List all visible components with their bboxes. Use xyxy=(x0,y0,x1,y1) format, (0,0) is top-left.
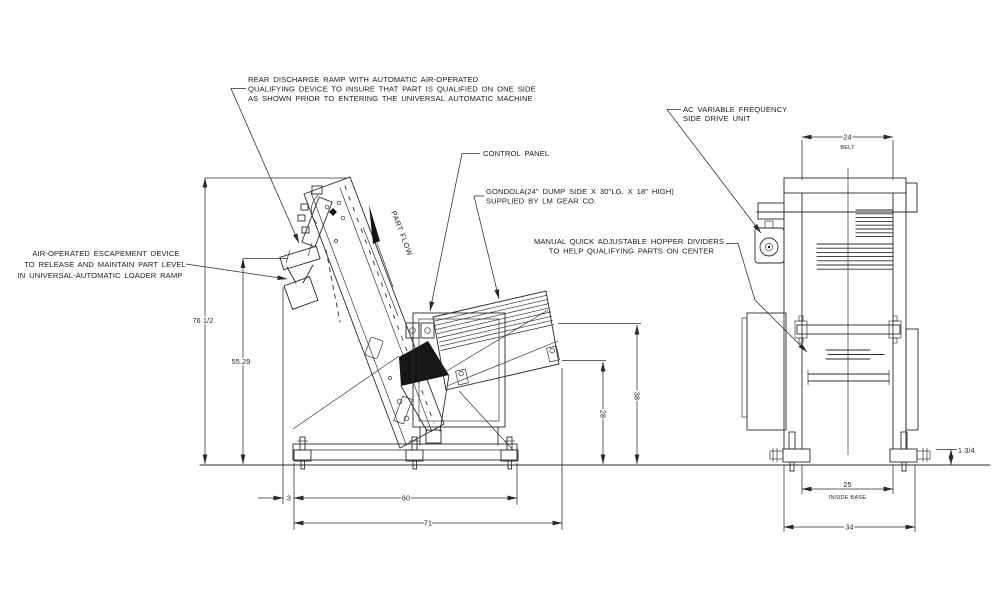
svg-text:TO RELEASE AND MAINTAIN PART L: TO RELEASE AND MAINTAIN PART LEVEL xyxy=(24,260,186,269)
svg-text:SUPPLIED BY LM GEAR CO.: SUPPLIED BY LM GEAR CO. xyxy=(486,197,596,206)
svg-text:76 1/2: 76 1/2 xyxy=(193,317,214,325)
frame-brace-left xyxy=(292,355,400,430)
annotation-ac-drive: AC VARIABLE FREQUENCY SIDE DRIVE UNIT xyxy=(683,105,787,123)
dimension-gondola-top-height: 38 xyxy=(558,323,642,465)
svg-text:71: 71 xyxy=(424,520,432,528)
leader-escapement xyxy=(185,263,288,280)
annotation-gondola: GONDOLA(24" DUMP SIDE X 30"LG. X 18" HIG… xyxy=(486,187,674,206)
air-cylinder xyxy=(279,245,321,271)
svg-text:SIDE DRIVE UNIT: SIDE DRIVE UNIT xyxy=(683,114,751,123)
belt-cleats-upper xyxy=(855,209,894,238)
gondola-side-profile xyxy=(746,312,787,431)
svg-text:BELT: BELT xyxy=(840,145,855,151)
right-frame-profile xyxy=(905,328,919,431)
dimension-overall-height: 76 1/2 xyxy=(191,177,348,465)
dimension-base-width: 34 xyxy=(783,465,916,533)
gondola-latch xyxy=(455,368,469,386)
svg-text:AC VARIABLE FREQUENCY: AC VARIABLE FREQUENCY xyxy=(683,105,787,114)
drive-motor xyxy=(754,220,785,264)
base-frame xyxy=(292,436,519,470)
svg-text:AIR-OPERATED ESCAPEMENT DEVICE: AIR-OPERATED ESCAPEMENT DEVICE xyxy=(32,249,179,258)
svg-text:INSIDE BASE: INSIDE BASE xyxy=(829,495,866,501)
leaders xyxy=(185,88,808,353)
belt-cleats-lower xyxy=(816,243,894,270)
svg-text:1 3/4: 1 3/4 xyxy=(958,447,975,455)
ramp-plug xyxy=(329,208,337,216)
chain-marks xyxy=(325,249,341,323)
dimension-overall-length: 71 xyxy=(293,368,563,530)
part-flow-label: PART FLOW xyxy=(389,209,414,257)
svg-text:24: 24 xyxy=(843,134,851,142)
leveling-foot xyxy=(500,436,519,470)
svg-text:38: 38 xyxy=(633,392,641,400)
leader-hopper-dividers xyxy=(726,243,808,353)
discharge-chute xyxy=(399,341,450,444)
drive-mount xyxy=(757,202,785,220)
leveling-foot xyxy=(405,436,424,470)
dimension-escapement-height: 55.29 xyxy=(230,258,288,465)
dimension-hopper-edge-height: 28 xyxy=(562,360,608,465)
control-panel-box xyxy=(405,322,435,339)
lower-cross-bar xyxy=(807,370,890,385)
gondola-latch xyxy=(546,345,560,363)
dimension-ramp-offset: 3 xyxy=(258,287,292,504)
svg-text:CONTROL PANEL: CONTROL PANEL xyxy=(483,149,549,158)
svg-text:REAR DISCHARGE RAMP WITH AUTOM: REAR DISCHARGE RAMP WITH AUTOMATIC AIR-O… xyxy=(248,75,479,84)
svg-text:GONDOLA(24" DUMP SIDE X 30"LG.: GONDOLA(24" DUMP SIDE X 30"LG. X 18" HIG… xyxy=(486,187,674,196)
end-view-feet xyxy=(769,431,931,472)
gondola-bin xyxy=(432,290,560,391)
leader-control-panel xyxy=(429,153,480,312)
hopper-divider-lines xyxy=(825,349,885,360)
dimension-pad-height: 1 3/4 xyxy=(936,446,976,466)
annotation-control-panel: CONTROL PANEL xyxy=(483,149,549,158)
escapement-device xyxy=(279,185,341,323)
cross-member xyxy=(794,315,902,344)
svg-text:QUALIFYING DEVICE TO INSURE TH: QUALIFYING DEVICE TO INSURE THAT PART IS… xyxy=(248,85,536,94)
svg-text:MANUAL QUICK ADJUSTABLE HOPPER: MANUAL QUICK ADJUSTABLE HOPPER DIVIDERS xyxy=(534,237,724,246)
svg-text:3: 3 xyxy=(287,495,291,503)
annotation-hopper-dividers: MANUAL QUICK ADJUSTABLE HOPPER DIVIDERS … xyxy=(534,237,724,256)
top-cap xyxy=(783,177,907,194)
machine-end-view xyxy=(741,168,931,472)
svg-text:55.29: 55.29 xyxy=(232,358,251,366)
annotation-escapement: AIR-OPERATED ESCAPEMENT DEVICE TO RELEAS… xyxy=(18,249,186,280)
inclined-ramp xyxy=(303,176,445,449)
svg-text:TO HELP QUALIFYING PARTS ON CE: TO HELP QUALIFYING PARTS ON CENTER xyxy=(549,247,715,256)
cleat-chain xyxy=(344,185,435,424)
svg-text:AS SHOWN PRIOR TO ENTERING THE: AS SHOWN PRIOR TO ENTERING THE UNIVERSAL… xyxy=(248,94,533,103)
part-flow-arrow: PART FLOW xyxy=(362,205,415,317)
dimension-belt-width: 24 BELT xyxy=(801,132,894,180)
chute-plate xyxy=(283,276,319,310)
svg-text:60: 60 xyxy=(402,495,410,503)
dimension-inside-base: 25 INSIDE BASE xyxy=(801,465,894,502)
annotation-rear-discharge: REAR DISCHARGE RAMP WITH AUTOMATIC AIR-O… xyxy=(248,75,536,103)
hand-hole xyxy=(364,337,384,359)
svg-text:25: 25 xyxy=(843,481,851,489)
gondola-stand xyxy=(412,312,506,446)
svg-text:28: 28 xyxy=(599,410,607,418)
dimension-base-length: 60 xyxy=(293,463,518,530)
leader-ac-drive xyxy=(666,109,762,234)
guide-arc xyxy=(310,194,319,225)
svg-text:34: 34 xyxy=(845,524,853,532)
svg-text:IN UNIVERSAL-AUTOMATIC LOADER: IN UNIVERSAL-AUTOMATIC LOADER RAMP xyxy=(18,271,183,280)
leader-gondola xyxy=(473,195,500,300)
frame-brace-right xyxy=(458,390,514,451)
leveling-foot xyxy=(293,436,312,470)
leader-rear-discharge xyxy=(230,88,300,244)
loader-side-view: PART FLOW xyxy=(279,176,560,470)
